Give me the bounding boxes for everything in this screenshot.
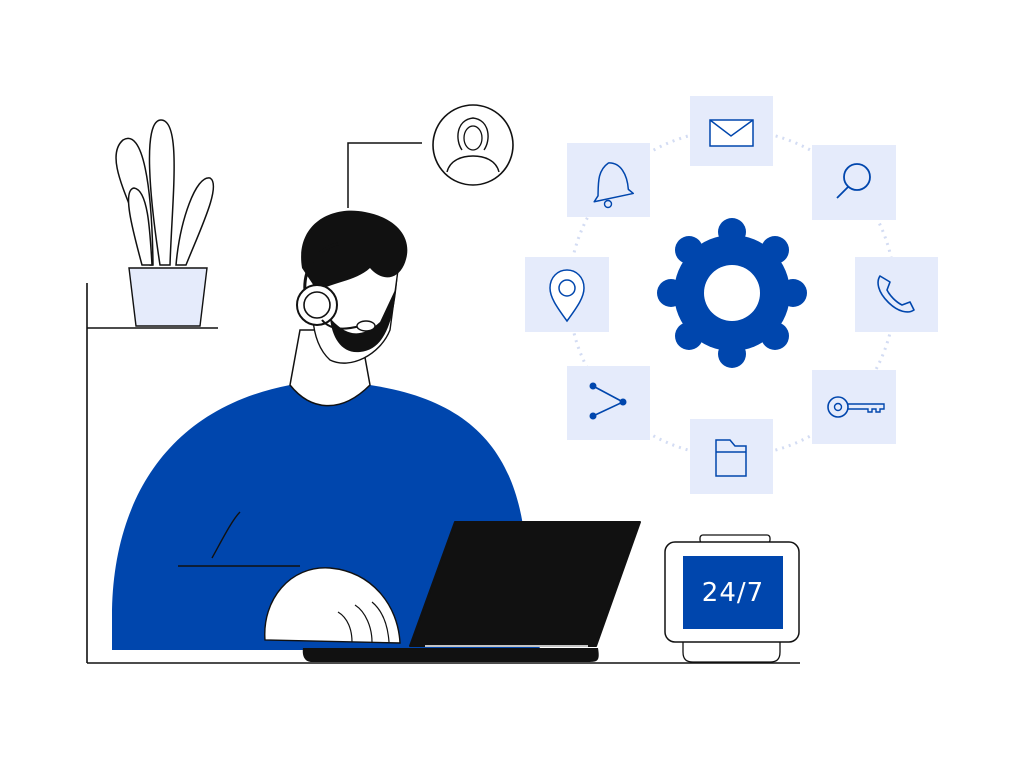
laptop [302, 521, 641, 662]
location-pin-icon [525, 257, 609, 332]
desk-clock: 24/7 [664, 534, 800, 663]
phone-icon [855, 257, 938, 332]
key-icon [812, 370, 896, 444]
mail-icon [690, 96, 773, 166]
search-icon [812, 145, 896, 220]
gear-icon [657, 218, 807, 368]
wall-shelf [86, 283, 218, 663]
bell-icon [567, 143, 650, 217]
user-avatar-icon [432, 104, 514, 186]
potted-plant [115, 119, 215, 327]
share-icon [567, 366, 650, 440]
clock-display: 24/7 [702, 578, 764, 608]
folder-icon [690, 419, 773, 494]
avatar-connector [347, 142, 422, 208]
